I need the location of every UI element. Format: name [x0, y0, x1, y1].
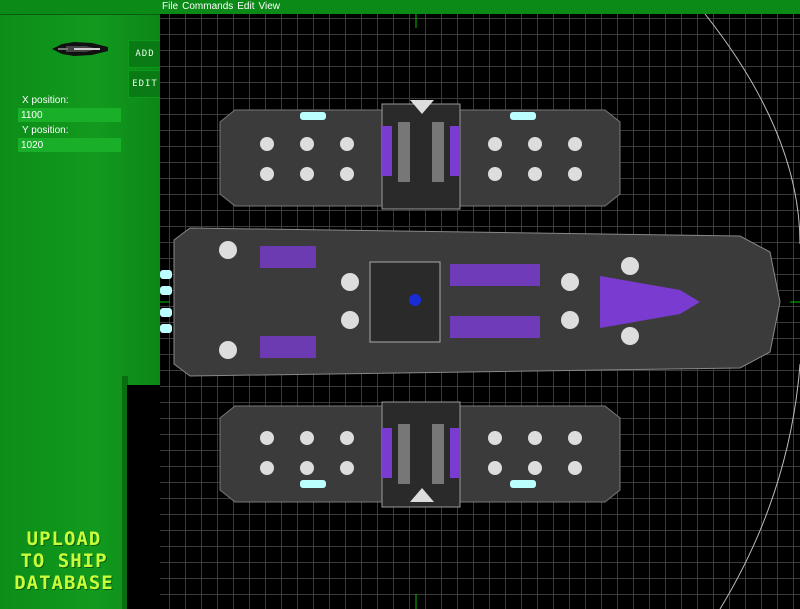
x-position-label: X position: — [22, 95, 69, 106]
ship-silhouette-icon — [52, 42, 108, 56]
panel-bevel — [122, 376, 128, 609]
menu-view[interactable]: View — [258, 1, 281, 12]
left-panel: ADD EDIT X position: Y position: UPLOAD … — [0, 0, 162, 609]
upload-line-2: TO SHIP — [20, 550, 108, 572]
range-arc-bottom — [719, 363, 800, 609]
ship-drawing — [160, 14, 800, 609]
bottom-hull-module — [219, 401, 621, 508]
top-hull-module — [219, 100, 621, 210]
main-hull-module — [160, 227, 781, 377]
edit-tab[interactable]: EDIT — [128, 70, 162, 98]
menu-edit[interactable]: Edit — [237, 1, 255, 12]
upload-line-3: DATABASE — [14, 572, 114, 594]
menu-file[interactable]: File — [162, 1, 179, 12]
range-arc-top — [704, 14, 800, 245]
ship-editor-canvas[interactable] — [160, 14, 800, 609]
y-position-input[interactable] — [18, 138, 121, 152]
y-position-label: Y position: — [22, 125, 69, 136]
menu-bar: File Commands Edit View — [0, 0, 800, 15]
menu-commands[interactable]: Commands — [182, 1, 234, 12]
add-tab[interactable]: ADD — [128, 40, 162, 68]
x-position-input[interactable] — [18, 108, 121, 122]
upload-to-ship-database-button[interactable]: UPLOAD TO SHIP DATABASE — [14, 528, 114, 594]
panel-notch — [127, 385, 160, 609]
upload-line-1: UPLOAD — [26, 528, 102, 550]
